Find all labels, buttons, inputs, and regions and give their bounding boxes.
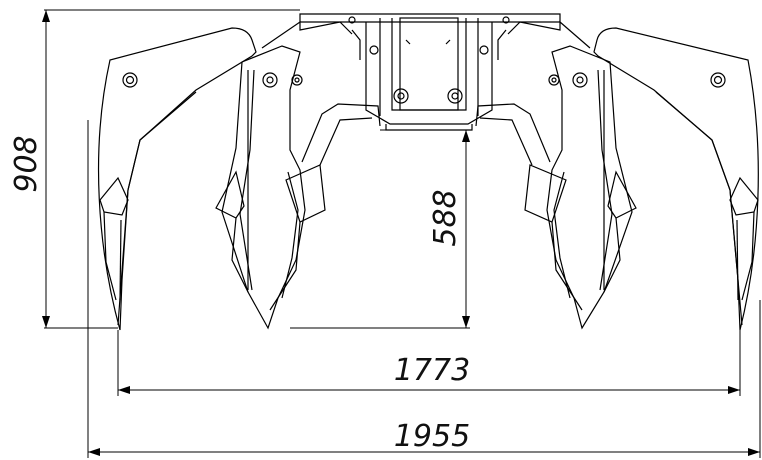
right-outer-tine: [593, 27, 759, 331]
overall-width-label: 1955: [394, 419, 470, 454]
dimension-arrowheads: [42, 10, 760, 456]
central-head: [261, 13, 591, 131]
overall-height-label: 908: [9, 135, 44, 192]
inner-width-label: 1773: [394, 353, 470, 388]
left-inner-tine: [215, 45, 381, 330]
dimension-lines: [44, 9, 761, 458]
inner-height-label: 588: [428, 189, 463, 246]
right-inner-tine: [475, 45, 637, 330]
left-outer-tine: [97, 27, 257, 331]
